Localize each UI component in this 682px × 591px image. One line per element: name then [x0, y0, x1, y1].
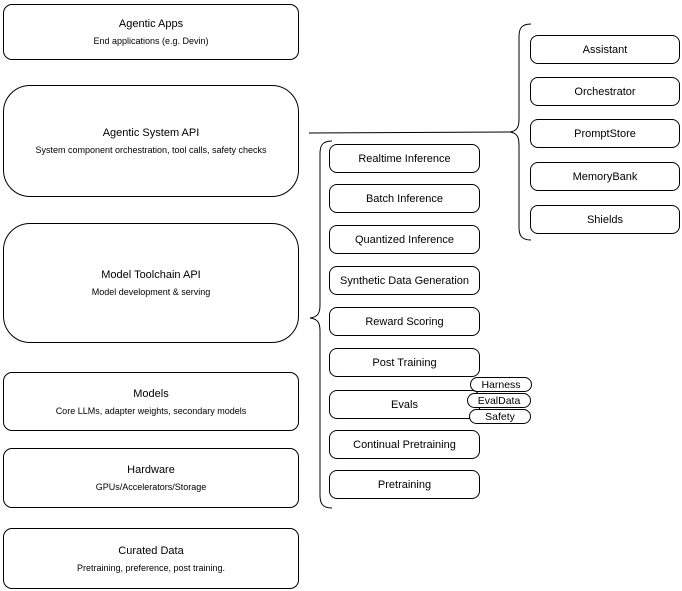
component-label: Assistant — [582, 43, 628, 56]
toolchain-item-continual-pretraining: Continual Pretraining — [329, 430, 480, 459]
box-hardware: Hardware GPUs/Accelerators/Storage — [3, 448, 299, 508]
toolchain-item-label: Realtime Inference — [358, 152, 451, 165]
box-subtitle: Core LLMs, adapter weights, secondary mo… — [55, 405, 247, 416]
box-title: Agentic System API — [102, 127, 200, 139]
eval-tag-harness: Harness — [470, 377, 532, 392]
box-title: Models — [133, 387, 169, 400]
component-orchestrator: Orchestrator — [530, 77, 680, 106]
box-title: Agentic Apps — [118, 18, 184, 30]
component-memorybank: MemoryBank — [530, 162, 680, 191]
toolchain-item-label: Quantized Inference — [354, 233, 455, 246]
box-title: Curated Data — [118, 544, 184, 557]
box-subtitle: Model development & serving — [91, 287, 211, 297]
box-title: Hardware — [127, 464, 175, 476]
box-subtitle: Pretraining, preference, post training. — [76, 562, 226, 573]
eval-tag-evaldata: EvalData — [467, 393, 531, 408]
box-subtitle: System component orchestration, tool cal… — [35, 145, 267, 155]
toolchain-item-reward-scoring: Reward Scoring — [329, 307, 480, 336]
toolchain-item-label: Synthetic Data Generation — [339, 274, 470, 287]
toolchain-item-label: Continual Pretraining — [353, 438, 456, 451]
box-curated-data: Curated Data Pretraining, preference, po… — [3, 528, 299, 589]
toolchain-item-batch-inference: Batch Inference — [329, 184, 480, 213]
toolchain-item-post-training: Post Training — [329, 348, 480, 377]
component-shields: Shields — [530, 205, 680, 234]
toolchain-brace-icon — [309, 140, 333, 509]
eval-tag-label: Safety — [485, 410, 515, 423]
box-models: Models Core LLMs, adapter weights, secon… — [3, 372, 299, 431]
system-api-connector-line — [308, 131, 511, 134]
box-title: Model Toolchain API — [101, 269, 201, 281]
component-label: PromptStore — [574, 127, 636, 140]
component-label: MemoryBank — [572, 170, 638, 183]
box-model-toolchain-api: Model Toolchain API Model development & … — [3, 223, 299, 343]
component-promptstore: PromptStore — [530, 119, 680, 148]
system-components-brace-icon — [509, 23, 532, 241]
box-agentic-apps: Agentic Apps End applications (e.g. Devi… — [3, 4, 299, 60]
eval-tag-label: EvalData — [477, 394, 521, 407]
toolchain-item-label: Reward Scoring — [365, 315, 444, 328]
box-subtitle: End applications (e.g. Devin) — [93, 36, 209, 46]
component-label: Shields — [586, 213, 624, 226]
toolchain-item-evals: Evals — [329, 390, 480, 419]
box-agentic-system-api: Agentic System API System component orch… — [3, 85, 299, 197]
toolchain-item-realtime-inference: Realtime Inference — [329, 144, 480, 173]
toolchain-item-pretraining: Pretraining — [329, 470, 480, 499]
toolchain-item-label: Evals — [391, 398, 418, 411]
component-assistant: Assistant — [530, 35, 680, 64]
eval-tag-label: Harness — [481, 378, 521, 391]
box-subtitle: GPUs/Accelerators/Storage — [95, 482, 207, 492]
toolchain-item-label: Post Training — [372, 356, 437, 369]
toolchain-item-synthetic-data-generation: Synthetic Data Generation — [329, 266, 480, 295]
toolchain-item-quantized-inference: Quantized Inference — [329, 225, 480, 254]
toolchain-item-label: Pretraining — [377, 478, 432, 491]
component-label: Orchestrator — [574, 85, 636, 98]
eval-tag-safety: Safety — [469, 409, 531, 424]
toolchain-item-label: Batch Inference — [365, 192, 444, 205]
